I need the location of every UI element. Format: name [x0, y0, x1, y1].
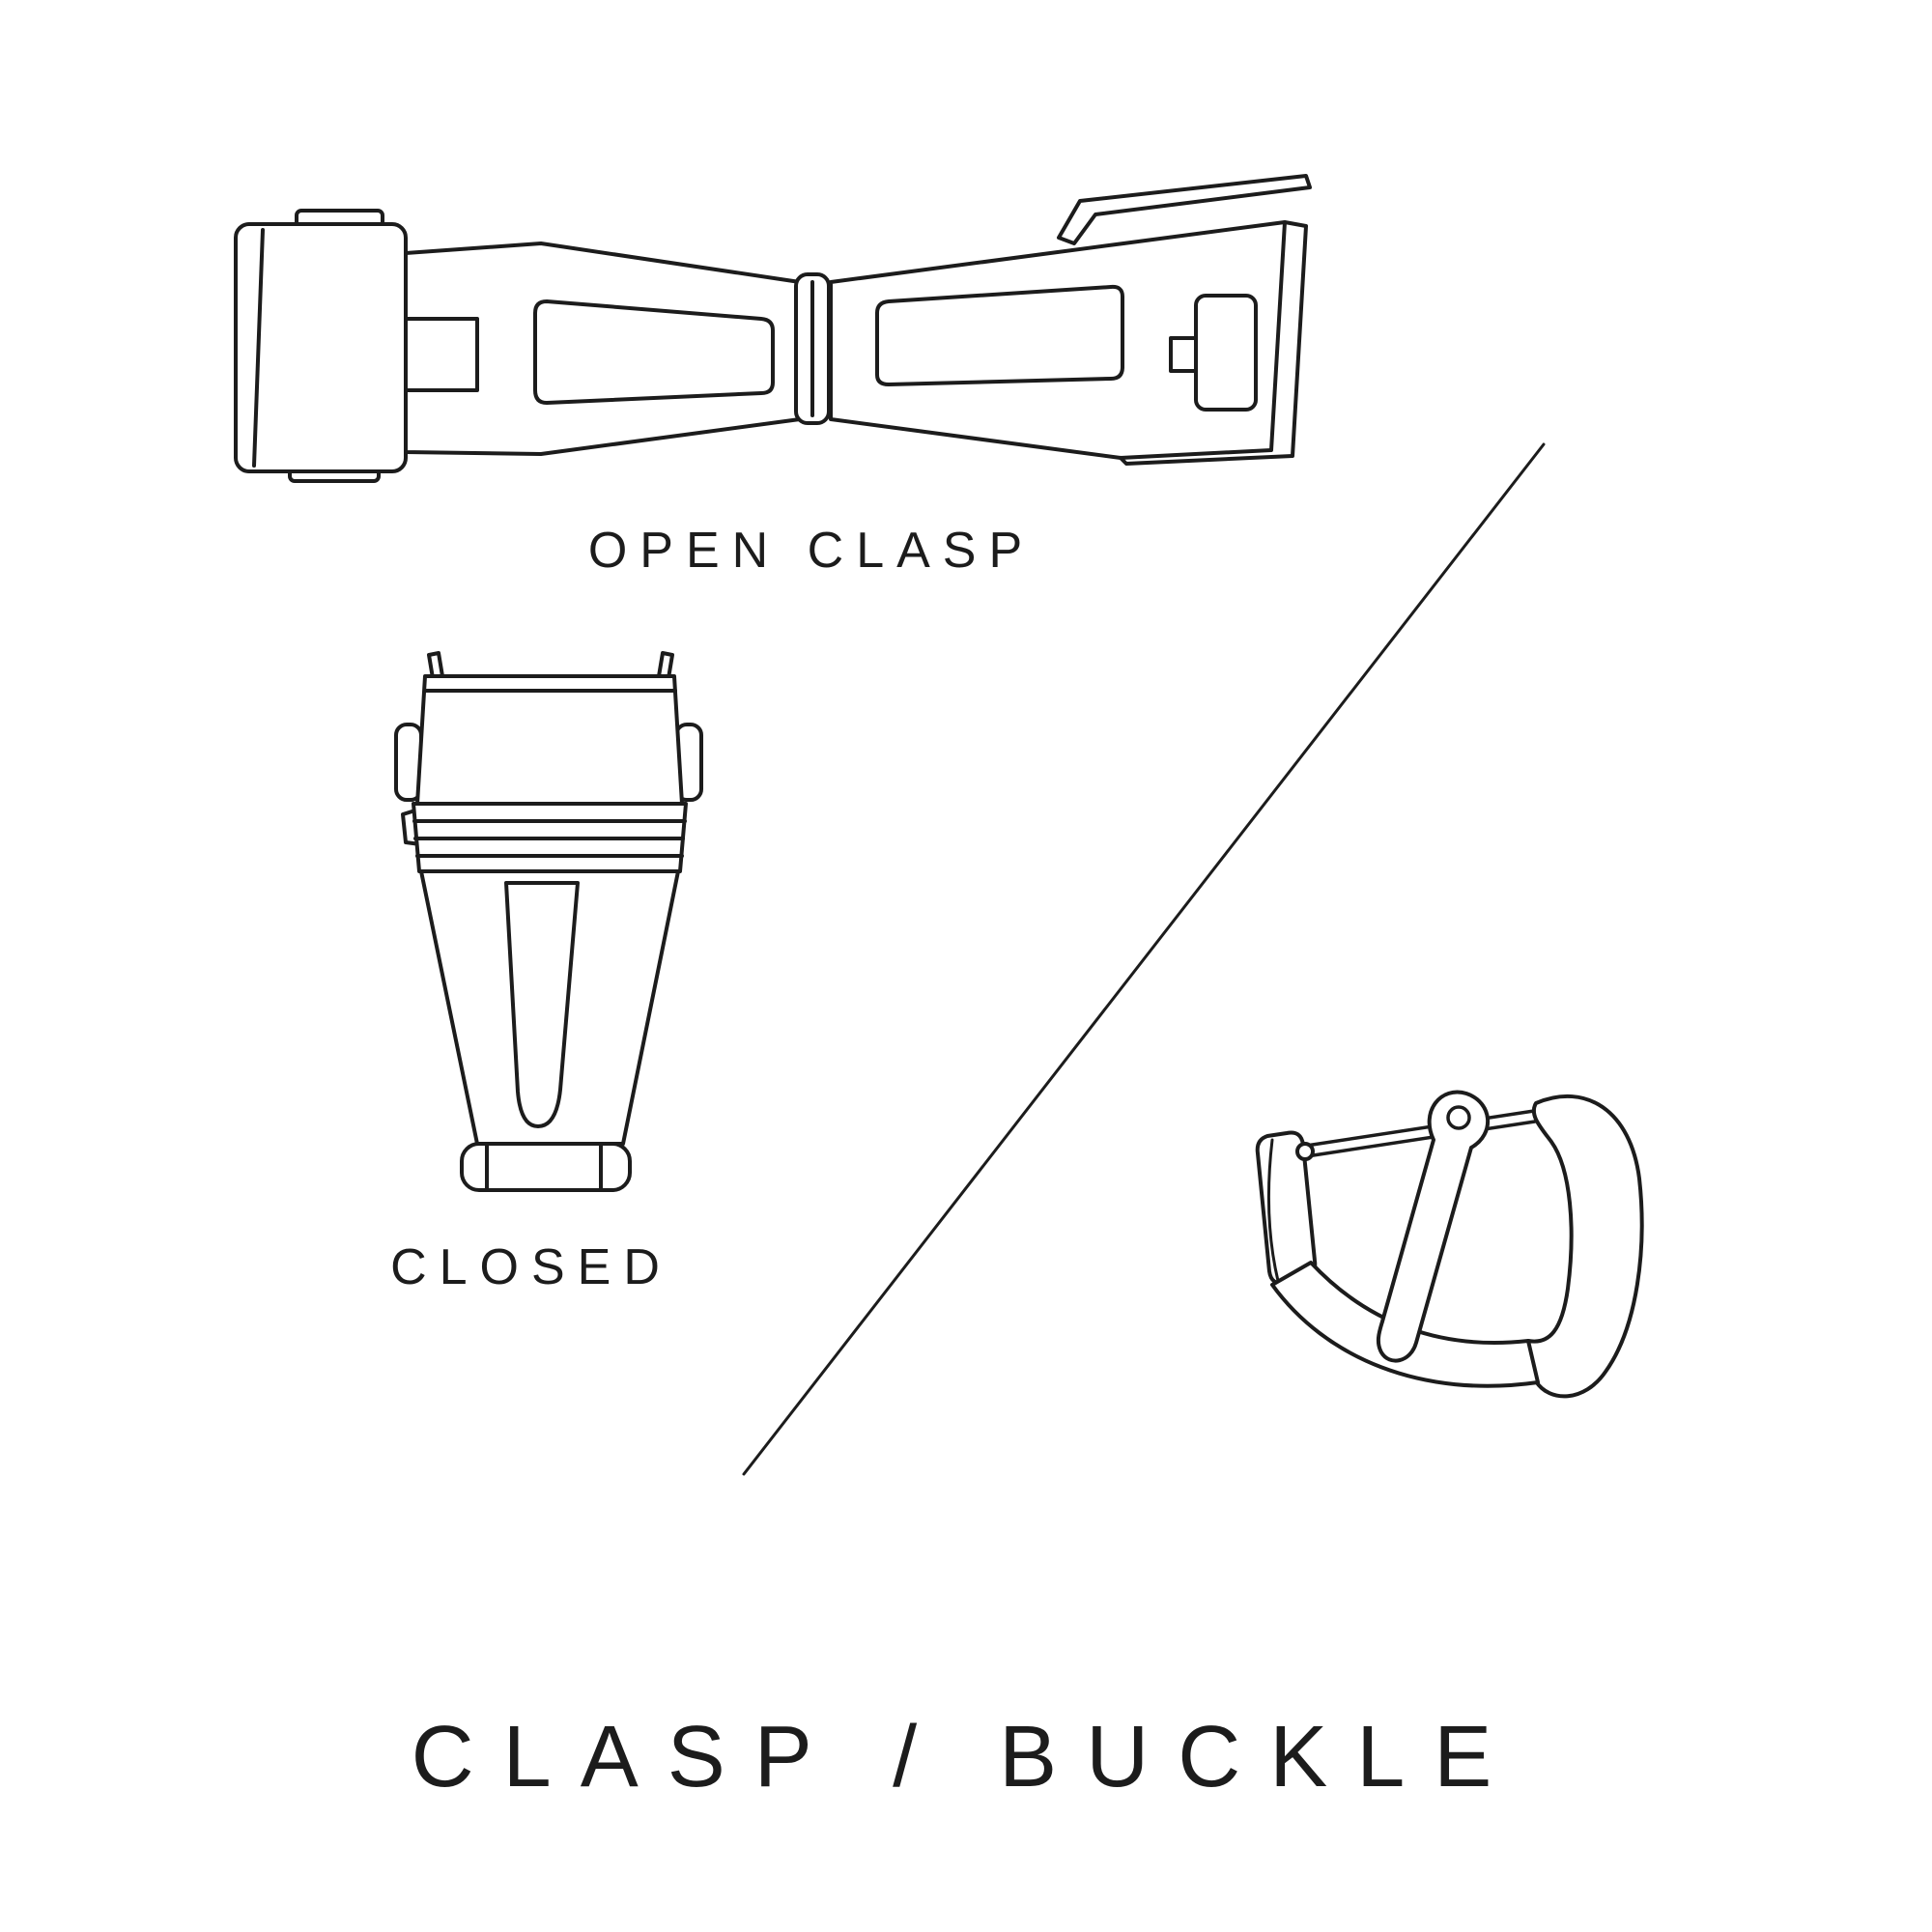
buckle-right-band [1524, 1094, 1644, 1399]
buckle-tang [1376, 1090, 1490, 1363]
open-clasp-right-lock-plate [1194, 294, 1258, 412]
buckle-tang-loop-hole [1446, 1105, 1471, 1130]
closed-clasp-body-channel [504, 881, 580, 1128]
open-clasp-left-link [404, 242, 802, 456]
open-clasp-right-link-edge [1119, 220, 1308, 466]
closed-clasp-body [419, 869, 680, 1146]
open-clasp-top-plate [1057, 174, 1312, 245]
buckle-illustration [1255, 1090, 1644, 1399]
open-clasp-left-link-inner-panel [533, 299, 775, 405]
buckle-axle-pin-head [1295, 1142, 1315, 1161]
buckle-axle-top-line [1304, 1109, 1536, 1148]
closed-clasp-illustration [394, 651, 703, 1192]
closed-clasp-top-box [415, 674, 684, 806]
closed-clasp-bottom-cap [460, 1142, 632, 1192]
open-clasp-illustration [234, 174, 1312, 483]
closed-clasp-caption: CLOSED [390, 1239, 672, 1295]
open-clasp-endcap-fold-line [252, 228, 265, 468]
buckle-axle-bottom-line [1305, 1120, 1537, 1158]
buckle-left-band-inner-line [1266, 1138, 1280, 1283]
open-clasp-endcap [234, 222, 408, 473]
open-clasp-right-link-inner-panel [875, 284, 1124, 386]
divider-line [742, 442, 1546, 1476]
open-clasp-caption: OPEN CLASP [587, 523, 1036, 579]
open-clasp-right-lock-hook [1169, 336, 1198, 373]
buckle-front-bar [1270, 1261, 1540, 1388]
page-title: CLASP / BUCKLE [411, 1709, 1521, 1805]
open-clasp-right-link [829, 220, 1287, 460]
